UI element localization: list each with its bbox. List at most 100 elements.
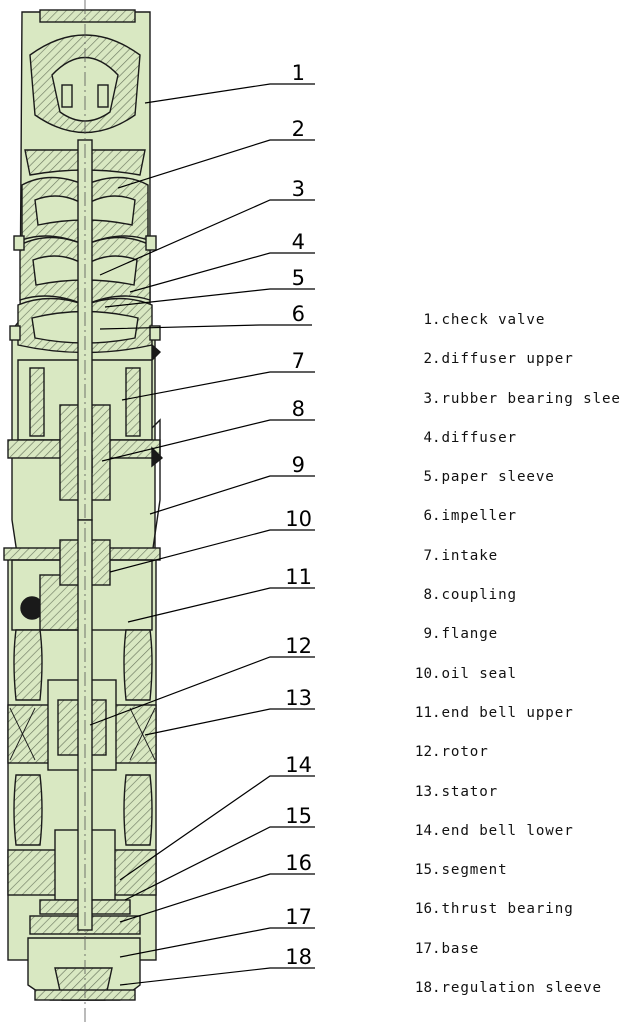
callout-number-15: 15 xyxy=(285,804,312,828)
legend-number: 16 xyxy=(414,901,432,918)
legend-item: 15.segment xyxy=(400,862,621,901)
legend-name: segment xyxy=(441,862,508,879)
legend-number: 18 xyxy=(414,980,432,997)
legend-item: 5.paper sleeve xyxy=(400,469,621,508)
legend-name: intake xyxy=(441,547,499,564)
legend-number: 17 xyxy=(414,940,432,957)
callout-number-18: 18 xyxy=(285,945,312,969)
bolt-head xyxy=(151,343,162,362)
legend-number: 13 xyxy=(414,783,432,800)
legend-name: diffuser xyxy=(441,429,517,446)
callout-number-16: 16 xyxy=(285,851,312,875)
legend-name: base xyxy=(441,940,480,957)
callout-number-9: 9 xyxy=(292,453,305,477)
winding-upper-right xyxy=(123,629,153,701)
leader-5 xyxy=(104,288,315,308)
leader-4 xyxy=(129,252,315,293)
leader-16 xyxy=(119,873,315,923)
leader-6 xyxy=(99,324,312,330)
stator-xs xyxy=(9,707,156,761)
callout-number-17: 17 xyxy=(285,905,312,929)
winding-lower-right xyxy=(123,774,153,846)
callout-number-10: 10 xyxy=(285,507,312,531)
legend-item: 12.rotor xyxy=(400,744,621,783)
coupling-nut xyxy=(151,446,164,468)
callout-number-3: 3 xyxy=(292,177,305,201)
legend-name: coupling xyxy=(441,587,517,604)
callout-number-8: 8 xyxy=(292,397,305,421)
callout-number-14: 14 xyxy=(285,753,312,777)
callout-number-7: 7 xyxy=(292,349,305,373)
valve-slot-left xyxy=(61,84,73,108)
legend-number: 9 xyxy=(423,626,432,643)
callout-number-5: 5 xyxy=(292,266,305,290)
intake-strut-right xyxy=(125,367,141,437)
legend-number: 14 xyxy=(414,822,432,839)
legend-name: end bell lower xyxy=(441,822,574,839)
bolt xyxy=(13,235,25,251)
intake-strut-left xyxy=(29,367,45,437)
leader-12 xyxy=(89,656,315,726)
legend-name: paper sleeve xyxy=(441,469,555,486)
leader-14 xyxy=(119,775,315,881)
legend-name: diffuser upper xyxy=(441,351,574,368)
legend-name: stator xyxy=(441,783,499,800)
leader-3 xyxy=(99,199,315,276)
legend-item: 3.rubber bearing slee xyxy=(400,391,621,430)
cable-guard xyxy=(151,418,161,556)
legend-name: impeller xyxy=(441,508,517,525)
callout-number-4: 4 xyxy=(292,230,305,254)
legend-number: 15 xyxy=(414,862,432,879)
callout-number-12: 12 xyxy=(285,634,312,658)
callout-number-11: 11 xyxy=(285,565,312,589)
legend-number: 12 xyxy=(414,744,432,761)
legend-item: 7.intake xyxy=(400,548,621,587)
leader-18 xyxy=(119,967,315,986)
valve-slot-right xyxy=(97,84,109,108)
callout-number-1: 1 xyxy=(292,61,305,85)
winding-lower-left xyxy=(13,774,43,846)
legend-name: rubber bearing slee xyxy=(441,390,621,407)
legend-number: 6 xyxy=(423,508,432,525)
legend-item: 14.end bell lower xyxy=(400,823,621,862)
leader-11 xyxy=(127,587,315,623)
legend-name: end bell upper xyxy=(441,704,574,721)
callout-numbers: 1 2 3 4 5 6 7 8 9 10 11 12 13 14 15 16 1… xyxy=(285,61,312,969)
leader-1 xyxy=(144,83,315,104)
legend-item: 10.oil seal xyxy=(400,666,621,705)
legend-item: 8.coupling xyxy=(400,587,621,626)
legend-item: 1.check valve xyxy=(400,312,621,351)
callout-number-6: 6 xyxy=(292,302,305,326)
legend-number: 11 xyxy=(414,704,432,721)
legend-number: 3 xyxy=(423,390,432,407)
legend-name: check valve xyxy=(441,312,546,328)
parts-legend: 1.check valve 2.diffuser upper 3.rubber … xyxy=(400,312,621,1019)
legend-item: 9.flange xyxy=(400,626,621,665)
leader-8 xyxy=(101,419,315,462)
legend-item: 6.impeller xyxy=(400,508,621,547)
leader-17 xyxy=(119,927,315,958)
leader-2 xyxy=(117,139,315,189)
bolt xyxy=(145,235,157,251)
leader-10 xyxy=(109,529,315,573)
callout-number-2: 2 xyxy=(292,117,305,141)
legend-number: 1 xyxy=(423,312,432,328)
leader-9 xyxy=(149,475,315,515)
legend-item: 13.stator xyxy=(400,784,621,823)
leader-15 xyxy=(124,826,315,901)
leader-7 xyxy=(121,371,315,401)
legend-name: regulation sleeve xyxy=(441,980,602,997)
winding-upper-left xyxy=(13,629,43,701)
top-cap xyxy=(39,9,136,23)
legend-item: 17.base xyxy=(400,941,621,980)
legend-number: 7 xyxy=(423,547,432,564)
legend-name: rotor xyxy=(441,744,489,761)
legend-item: 2.diffuser upper xyxy=(400,351,621,390)
legend-number: 2 xyxy=(423,351,432,368)
legend-item: 11.end bell upper xyxy=(400,705,621,744)
legend-number: 5 xyxy=(423,469,432,486)
leader-13 xyxy=(144,708,315,736)
legend-name: oil seal xyxy=(441,665,517,682)
legend-name: thrust bearing xyxy=(441,901,574,918)
legend-item: 18.regulation sleeve xyxy=(400,980,621,1019)
